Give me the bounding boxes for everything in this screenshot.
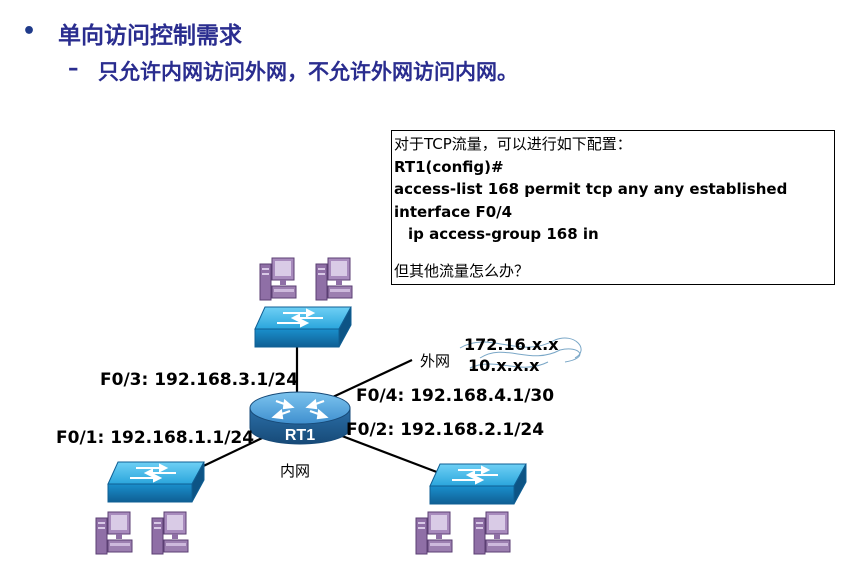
slide-title: 单向访问控制需求 xyxy=(58,23,242,49)
router-label: RT1 xyxy=(285,427,315,444)
pc-bottom-right-1 xyxy=(415,511,453,555)
config-line-6: 但其他流量怎么办？ xyxy=(394,261,530,280)
switch-bottom-left xyxy=(107,461,205,503)
iface-label-f03: F0/3: 192.168.3.1/24 xyxy=(100,370,299,390)
slide-subtitle: 只允许内网访问外网，不允许外网访问内网。 xyxy=(98,60,518,84)
config-line-3: access-list 168 permit tcp any any estab… xyxy=(394,180,788,198)
config-line-1: 对于TCP流量，可以进行如下配置： xyxy=(394,135,632,153)
config-line-2: RT1(config)# xyxy=(394,157,504,176)
switch-bottom-right xyxy=(429,463,527,505)
link-f04 xyxy=(319,359,413,404)
pc-top-right xyxy=(315,257,353,301)
pc-top-left xyxy=(259,257,297,301)
bullet-dot: • xyxy=(22,19,37,44)
config-line-5: ip access-group 168 in xyxy=(408,225,599,243)
pc-bottom-left-1 xyxy=(95,511,133,555)
config-spacer xyxy=(394,246,834,260)
pc-bottom-left-2 xyxy=(151,511,189,555)
sub-bullet-dash: – xyxy=(68,56,79,80)
pc-bottom-right-2 xyxy=(473,511,511,555)
config-box: 对于TCP流量，可以进行如下配置： RT1(config)# access-li… xyxy=(391,130,835,285)
outer-network-2: 10.x.x.x xyxy=(468,356,540,375)
inner-network-label: 内网 xyxy=(280,462,311,480)
outer-cloud xyxy=(459,337,582,369)
outer-network-label: 外网 xyxy=(420,352,451,370)
config-line-4: interface F0/4 xyxy=(394,202,513,221)
outer-network-1: 172.16.x.x xyxy=(464,335,559,354)
iface-label-f02: F0/2: 192.168.2.1/24 xyxy=(346,420,545,440)
iface-label-f01: F0/1: 192.168.1.1/24 xyxy=(56,428,255,448)
switch-top xyxy=(254,306,352,348)
router-rt1 xyxy=(249,391,351,445)
iface-label-f04: F0/4: 192.168.4.1/30 xyxy=(356,386,555,406)
